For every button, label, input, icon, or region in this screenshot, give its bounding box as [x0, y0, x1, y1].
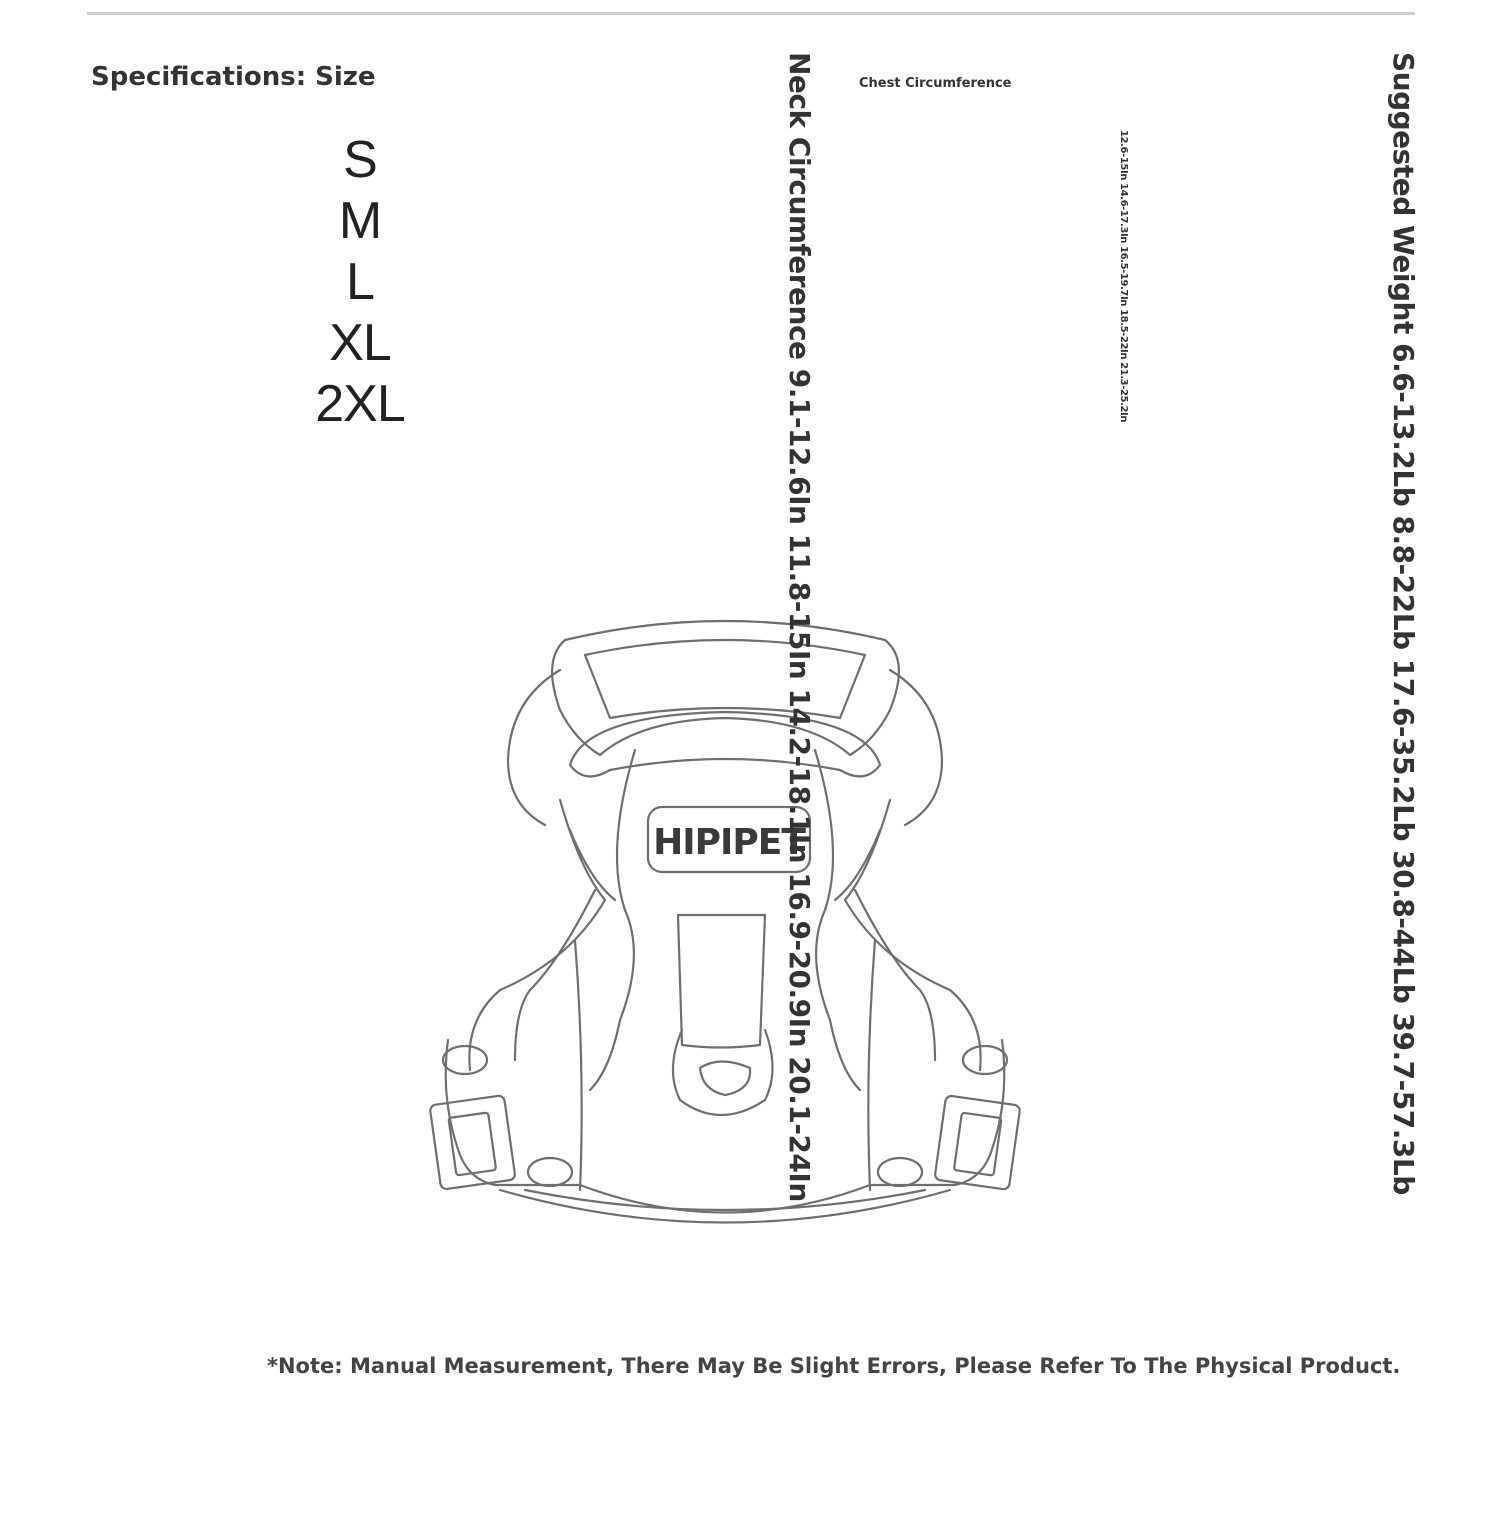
size-item-m: M	[338, 192, 382, 250]
neck-circumference-label: Neck Circumference 9.1-12.6In 11.8-15In …	[783, 52, 816, 1202]
harness-brand-label: HIPIPET	[653, 822, 806, 863]
size-item-l: L	[346, 253, 375, 311]
size-list: S M L XL 2XL	[300, 130, 420, 435]
chest-circumference-title: Chest Circumference	[859, 76, 1012, 91]
suggested-weight-label: Suggested Weight 6.6-13.2Lb 8.8-22Lb 17.…	[1387, 52, 1420, 1195]
measurement-note: *Note: Manual Measurement, There May Be …	[267, 1354, 1401, 1378]
harness-illustration: HIPIPET	[429, 619, 1021, 1224]
size-item-s: S	[343, 131, 378, 189]
top-divider	[87, 12, 1415, 15]
page-title: Specifications: Size	[91, 62, 376, 92]
size-item-2xl: 2XL	[315, 375, 406, 433]
size-item-xl: XL	[329, 314, 392, 372]
chest-circumference-values: 12.6-15In 14.6-17.3In 16.5-19.7In 18.5-2…	[1118, 130, 1129, 423]
